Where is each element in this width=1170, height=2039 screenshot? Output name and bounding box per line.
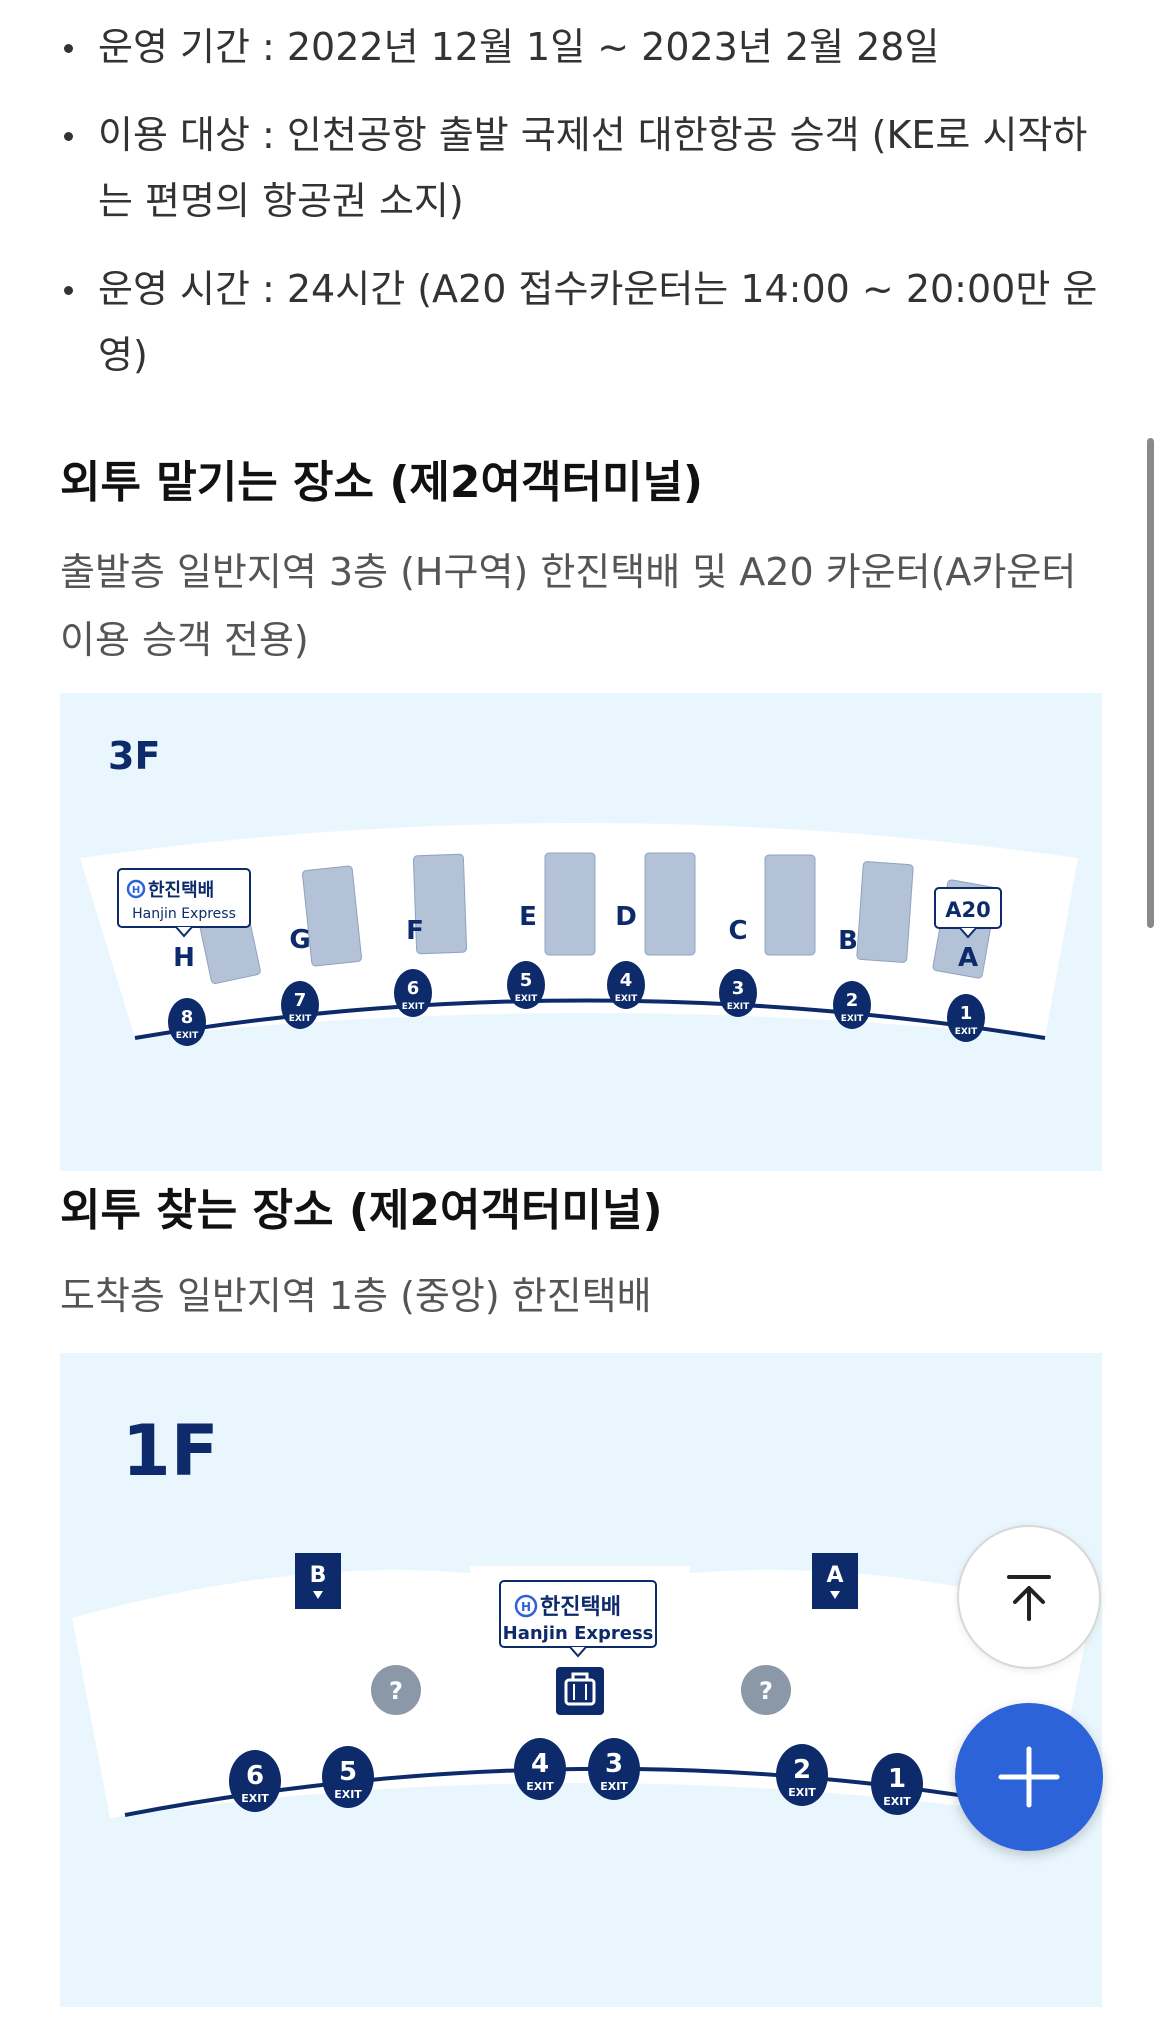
map-1f-svg: 1F B A H 한진택배 Hanjin — [72, 1410, 1090, 1818]
svg-text:H: H — [132, 885, 140, 896]
svg-text:EXIT: EXIT — [241, 1792, 269, 1805]
hanjin-logo-callout-3f: H 한진택배 Hanjin Express — [117, 868, 251, 938]
svg-text:EXIT: EXIT — [334, 1788, 362, 1801]
info-item-target: 이용 대상 : 인천공항 출발 국제선 대한항공 승객 (KE로 시작하는 편명… — [60, 102, 1100, 234]
map-3f-svg: 3F H G F E D C — [80, 734, 1078, 1046]
svg-text:EXIT: EXIT — [515, 994, 538, 1004]
info-item-period: 운영 기간 : 2022년 12월 1일 ~ 2023년 2월 28일 — [60, 14, 1100, 80]
svg-text:?: ? — [759, 1677, 773, 1705]
svg-text:EXIT: EXIT — [883, 1795, 911, 1808]
svg-text:EXIT: EXIT — [788, 1786, 816, 1799]
baggage-icon — [556, 1667, 604, 1715]
svg-text:EXIT: EXIT — [615, 994, 638, 1004]
svg-text:EXIT: EXIT — [526, 1780, 554, 1793]
add-button[interactable] — [955, 1703, 1103, 1851]
gate-pier — [856, 861, 914, 963]
dropoff-desc: 출발층 일반지역 3층 (H구역) 한진택배 및 A20 카운터(A카운터 이용… — [60, 550, 1077, 662]
info-item-hours: 운영 시간 : 24시간 (A20 접수카운터는 14:00 ~ 20:00만 … — [60, 256, 1100, 388]
svg-text:2: 2 — [846, 990, 859, 1011]
svg-text:EXIT: EXIT — [841, 1014, 864, 1024]
zone-marker-A: A — [812, 1553, 858, 1609]
svg-text:1: 1 — [960, 1003, 973, 1024]
svg-text:EXIT: EXIT — [955, 1027, 978, 1037]
hanjin-logo-en: Hanjin Express — [132, 906, 236, 922]
svg-text:5: 5 — [520, 970, 533, 991]
zone-E: E — [519, 902, 537, 932]
zone-F: F — [406, 916, 424, 946]
svg-text:3: 3 — [605, 1749, 623, 1779]
hanjin-logo-ko: 한진택배 — [148, 880, 214, 901]
exit-line-3f — [134, 998, 1046, 1040]
info-list: 운영 기간 : 2022년 12월 1일 ~ 2023년 2월 28일 이용 대… — [60, 14, 1100, 410]
hanjin-logo-icon — [514, 1594, 538, 1618]
zone-marker-B: B — [295, 1553, 341, 1609]
gate-pier — [644, 852, 696, 956]
arrow-up-to-line-icon — [1007, 1575, 1051, 1621]
svg-text:A: A — [826, 1563, 843, 1588]
zone-A: A — [958, 943, 978, 973]
svg-text:EXIT: EXIT — [402, 1002, 425, 1012]
zone-H: H — [173, 943, 195, 973]
zone-G: G — [289, 925, 310, 955]
svg-text:6: 6 — [246, 1761, 264, 1791]
svg-text:5: 5 — [339, 1757, 357, 1787]
svg-text:7: 7 — [294, 990, 307, 1011]
dropoff-map-3f: 3F H G F E D C — [60, 693, 1102, 1171]
svg-text:4: 4 — [620, 970, 633, 991]
svg-text:H: H — [521, 1600, 531, 1614]
a20-callout: A20 — [934, 887, 1002, 939]
info-mark-right: ? — [741, 1665, 791, 1715]
zone-C: C — [728, 916, 747, 946]
plus-icon — [998, 1746, 1060, 1808]
svg-text:3: 3 — [732, 978, 745, 999]
dropoff-title: 외투 맡기는 장소 (제2여객터미널) — [60, 457, 704, 508]
gate-pier — [412, 853, 468, 955]
a20-label: A20 — [945, 898, 990, 922]
svg-text:EXIT: EXIT — [600, 1780, 628, 1793]
svg-text:EXIT: EXIT — [727, 1002, 750, 1012]
pickup-map-1f: 1F B A H 한진택배 Hanjin — [60, 1353, 1102, 2007]
info-mark-left: ? — [371, 1665, 421, 1715]
svg-text:B: B — [310, 1563, 327, 1588]
svg-text:4: 4 — [531, 1749, 549, 1779]
gate-pier — [764, 854, 816, 956]
hanjin-logo-callout-1f: H 한진택배 Hanjin Express — [499, 1580, 657, 1658]
floor-label-3f: 3F — [108, 734, 160, 778]
zone-B: B — [838, 926, 858, 956]
svg-text:EXIT: EXIT — [176, 1031, 199, 1041]
hanjin-logo-en: Hanjin Express — [503, 1623, 654, 1644]
pickup-title: 외투 찾는 장소 (제2여객터미널) — [60, 1185, 663, 1236]
hanjin-logo-icon — [126, 879, 146, 899]
svg-text:6: 6 — [407, 978, 420, 999]
pickup-desc: 도착층 일반지역 1층 (중앙) 한진택배 — [60, 1274, 652, 1318]
gate-pier — [544, 852, 596, 956]
gate-pier — [302, 865, 362, 967]
floor-label-1f: 1F — [122, 1410, 219, 1492]
hanjin-logo-ko: 한진택배 — [540, 1595, 621, 1620]
svg-text:EXIT: EXIT — [289, 1014, 312, 1024]
svg-text:8: 8 — [181, 1007, 194, 1028]
page-scrollbar[interactable] — [1147, 438, 1154, 928]
svg-text:1: 1 — [888, 1764, 906, 1794]
scroll-to-top-button[interactable] — [957, 1525, 1101, 1669]
zone-D: D — [615, 902, 637, 932]
svg-text:?: ? — [389, 1677, 403, 1705]
svg-text:2: 2 — [793, 1755, 811, 1785]
